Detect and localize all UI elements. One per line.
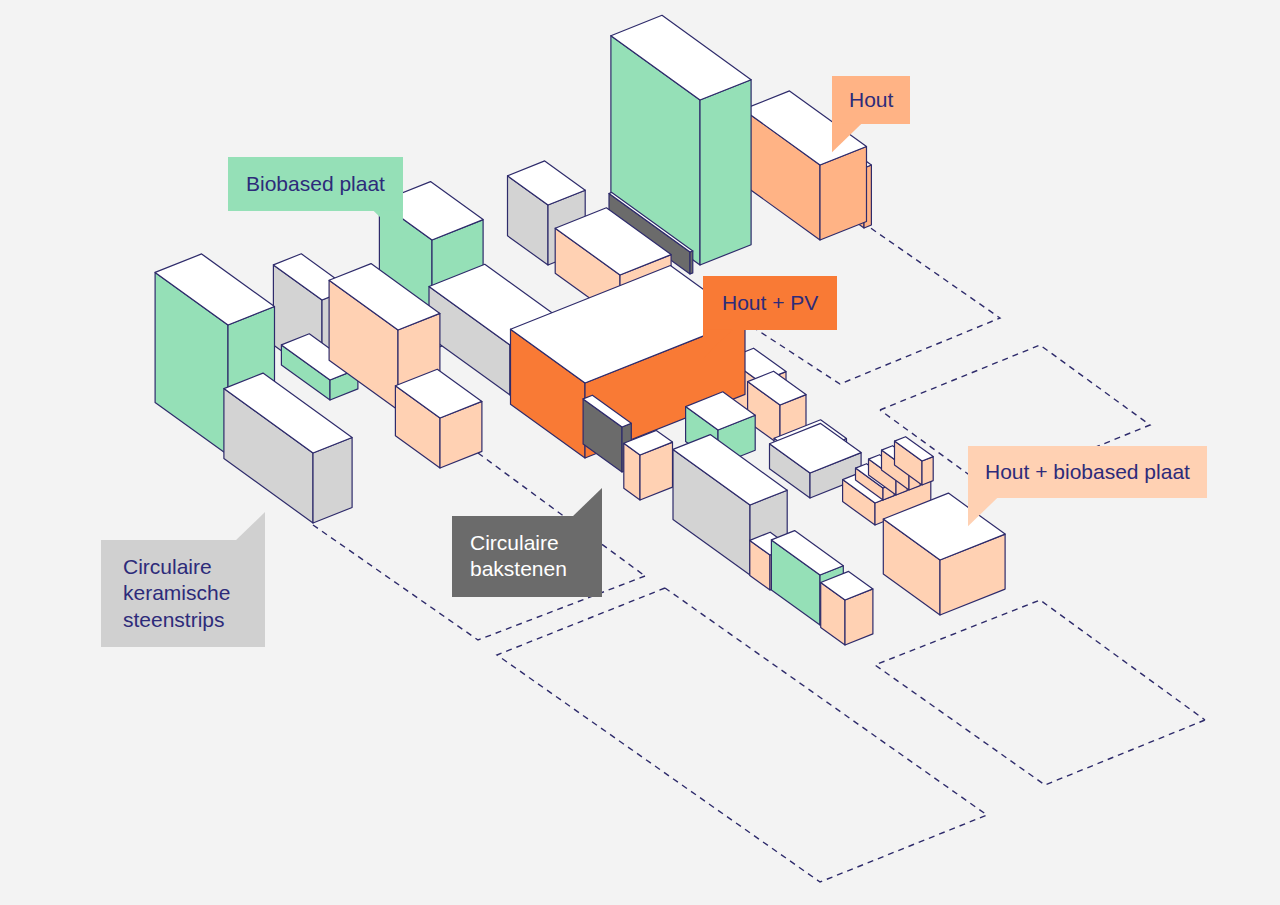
callout-pointer <box>968 497 998 526</box>
callout-text: Hout + biobased plaat <box>985 459 1190 485</box>
building-face <box>611 15 751 100</box>
building-face <box>395 369 482 418</box>
callout-box: Circulaire bakstenen <box>452 516 602 597</box>
building-face <box>770 423 862 473</box>
building-block <box>395 369 482 468</box>
building-face <box>155 254 274 325</box>
callout-box: Hout + biobased plaat <box>968 446 1207 498</box>
callout-text: Hout <box>849 87 893 113</box>
callout-box: Hout <box>832 76 910 124</box>
callout-text: Biobased plaat <box>246 171 385 197</box>
building-face <box>821 571 873 600</box>
callout-pointer <box>235 512 265 541</box>
building-block <box>895 437 934 485</box>
building-face <box>771 531 843 575</box>
plot-outline <box>875 600 1205 785</box>
callout-pointer <box>373 210 403 239</box>
callout-pointer <box>703 329 733 358</box>
building-face <box>583 395 631 427</box>
callout-pointer <box>832 123 862 152</box>
callout-pointer <box>572 488 602 517</box>
building-face <box>508 161 586 205</box>
building-face <box>700 80 751 265</box>
building-face <box>690 251 693 274</box>
building-block <box>821 571 873 645</box>
callout-text: Circulaire bakstenen <box>470 530 584 583</box>
building-block <box>883 493 1005 615</box>
building-face <box>555 208 671 275</box>
building-block <box>624 430 673 500</box>
callout-text: Hout + PV <box>722 290 818 316</box>
building-face <box>329 264 440 330</box>
building-blocks <box>155 15 1005 645</box>
callout-box: Circulaire keramische steenstrips <box>101 540 265 647</box>
building-face <box>895 437 934 461</box>
plot-outline <box>497 588 987 882</box>
building-face <box>686 392 756 430</box>
callout-text: Circulaire keramische steenstrips <box>123 554 243 633</box>
building-face <box>673 435 787 505</box>
callout-box: Biobased plaat <box>228 157 403 211</box>
plot-outlines <box>313 222 1205 882</box>
building-face <box>624 430 673 455</box>
callout-tail <box>452 516 602 597</box>
callout-box: Hout + PV <box>703 276 837 330</box>
building-face <box>748 371 806 405</box>
building-face <box>224 373 352 453</box>
building-face <box>883 493 1005 560</box>
building-block <box>224 373 352 523</box>
